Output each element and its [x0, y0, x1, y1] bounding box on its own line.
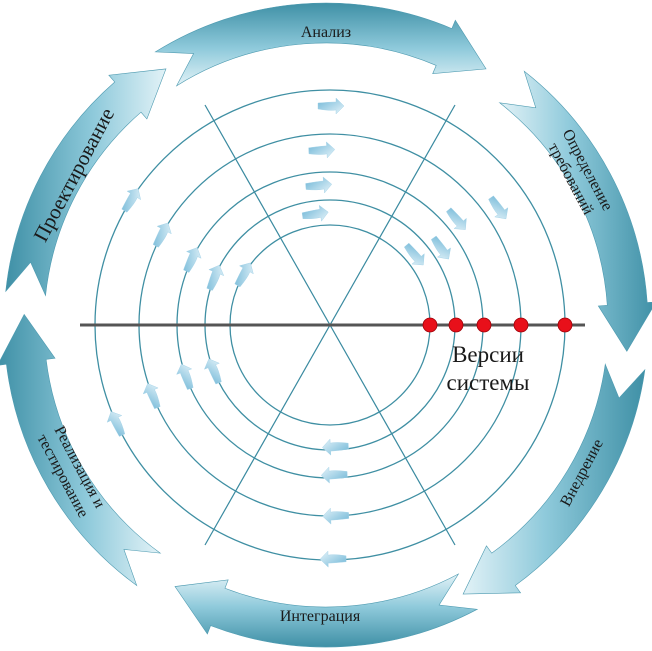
direction-arrows — [106, 97, 509, 568]
direction-arrow — [142, 383, 161, 410]
version-marker — [557, 317, 573, 333]
direction-arrow — [431, 235, 451, 260]
direction-arrow — [319, 550, 347, 568]
direction-arrow — [320, 466, 348, 484]
segment-label-integration: Интеграция — [280, 608, 361, 625]
direction-arrow — [206, 264, 225, 291]
requirements-arrow — [498, 70, 652, 352]
integration-arrow — [174, 573, 479, 648]
deployment-arrow — [462, 363, 646, 595]
versions-label-line2: системы — [447, 370, 530, 395]
version-marker — [422, 317, 438, 333]
direction-arrow — [183, 247, 202, 273]
direction-arrow — [301, 204, 329, 222]
version-markers — [422, 317, 573, 333]
direction-arrow — [404, 242, 425, 266]
direction-arrow — [176, 363, 194, 390]
versions-label-line1: Версии — [452, 342, 524, 367]
version-marker — [448, 317, 464, 333]
direction-arrow — [317, 97, 345, 115]
direction-arrow — [322, 438, 349, 456]
direction-arrow — [305, 176, 333, 194]
direction-arrow — [322, 507, 350, 525]
direction-arrow — [204, 358, 222, 385]
direction-arrow — [446, 207, 467, 230]
version-marker — [513, 317, 529, 333]
segment-label-analysis: Анализ — [301, 24, 351, 41]
direction-arrow — [488, 195, 509, 220]
version-marker — [476, 317, 492, 333]
direction-arrow — [308, 141, 336, 159]
analysis-arrow — [154, 2, 487, 87]
design-arrow — [5, 68, 167, 297]
direction-arrow — [152, 222, 172, 248]
direction-arrow — [106, 411, 126, 437]
implementation-arrow — [0, 313, 162, 587]
direction-arrow — [234, 262, 254, 288]
direction-arrow — [121, 188, 141, 213]
